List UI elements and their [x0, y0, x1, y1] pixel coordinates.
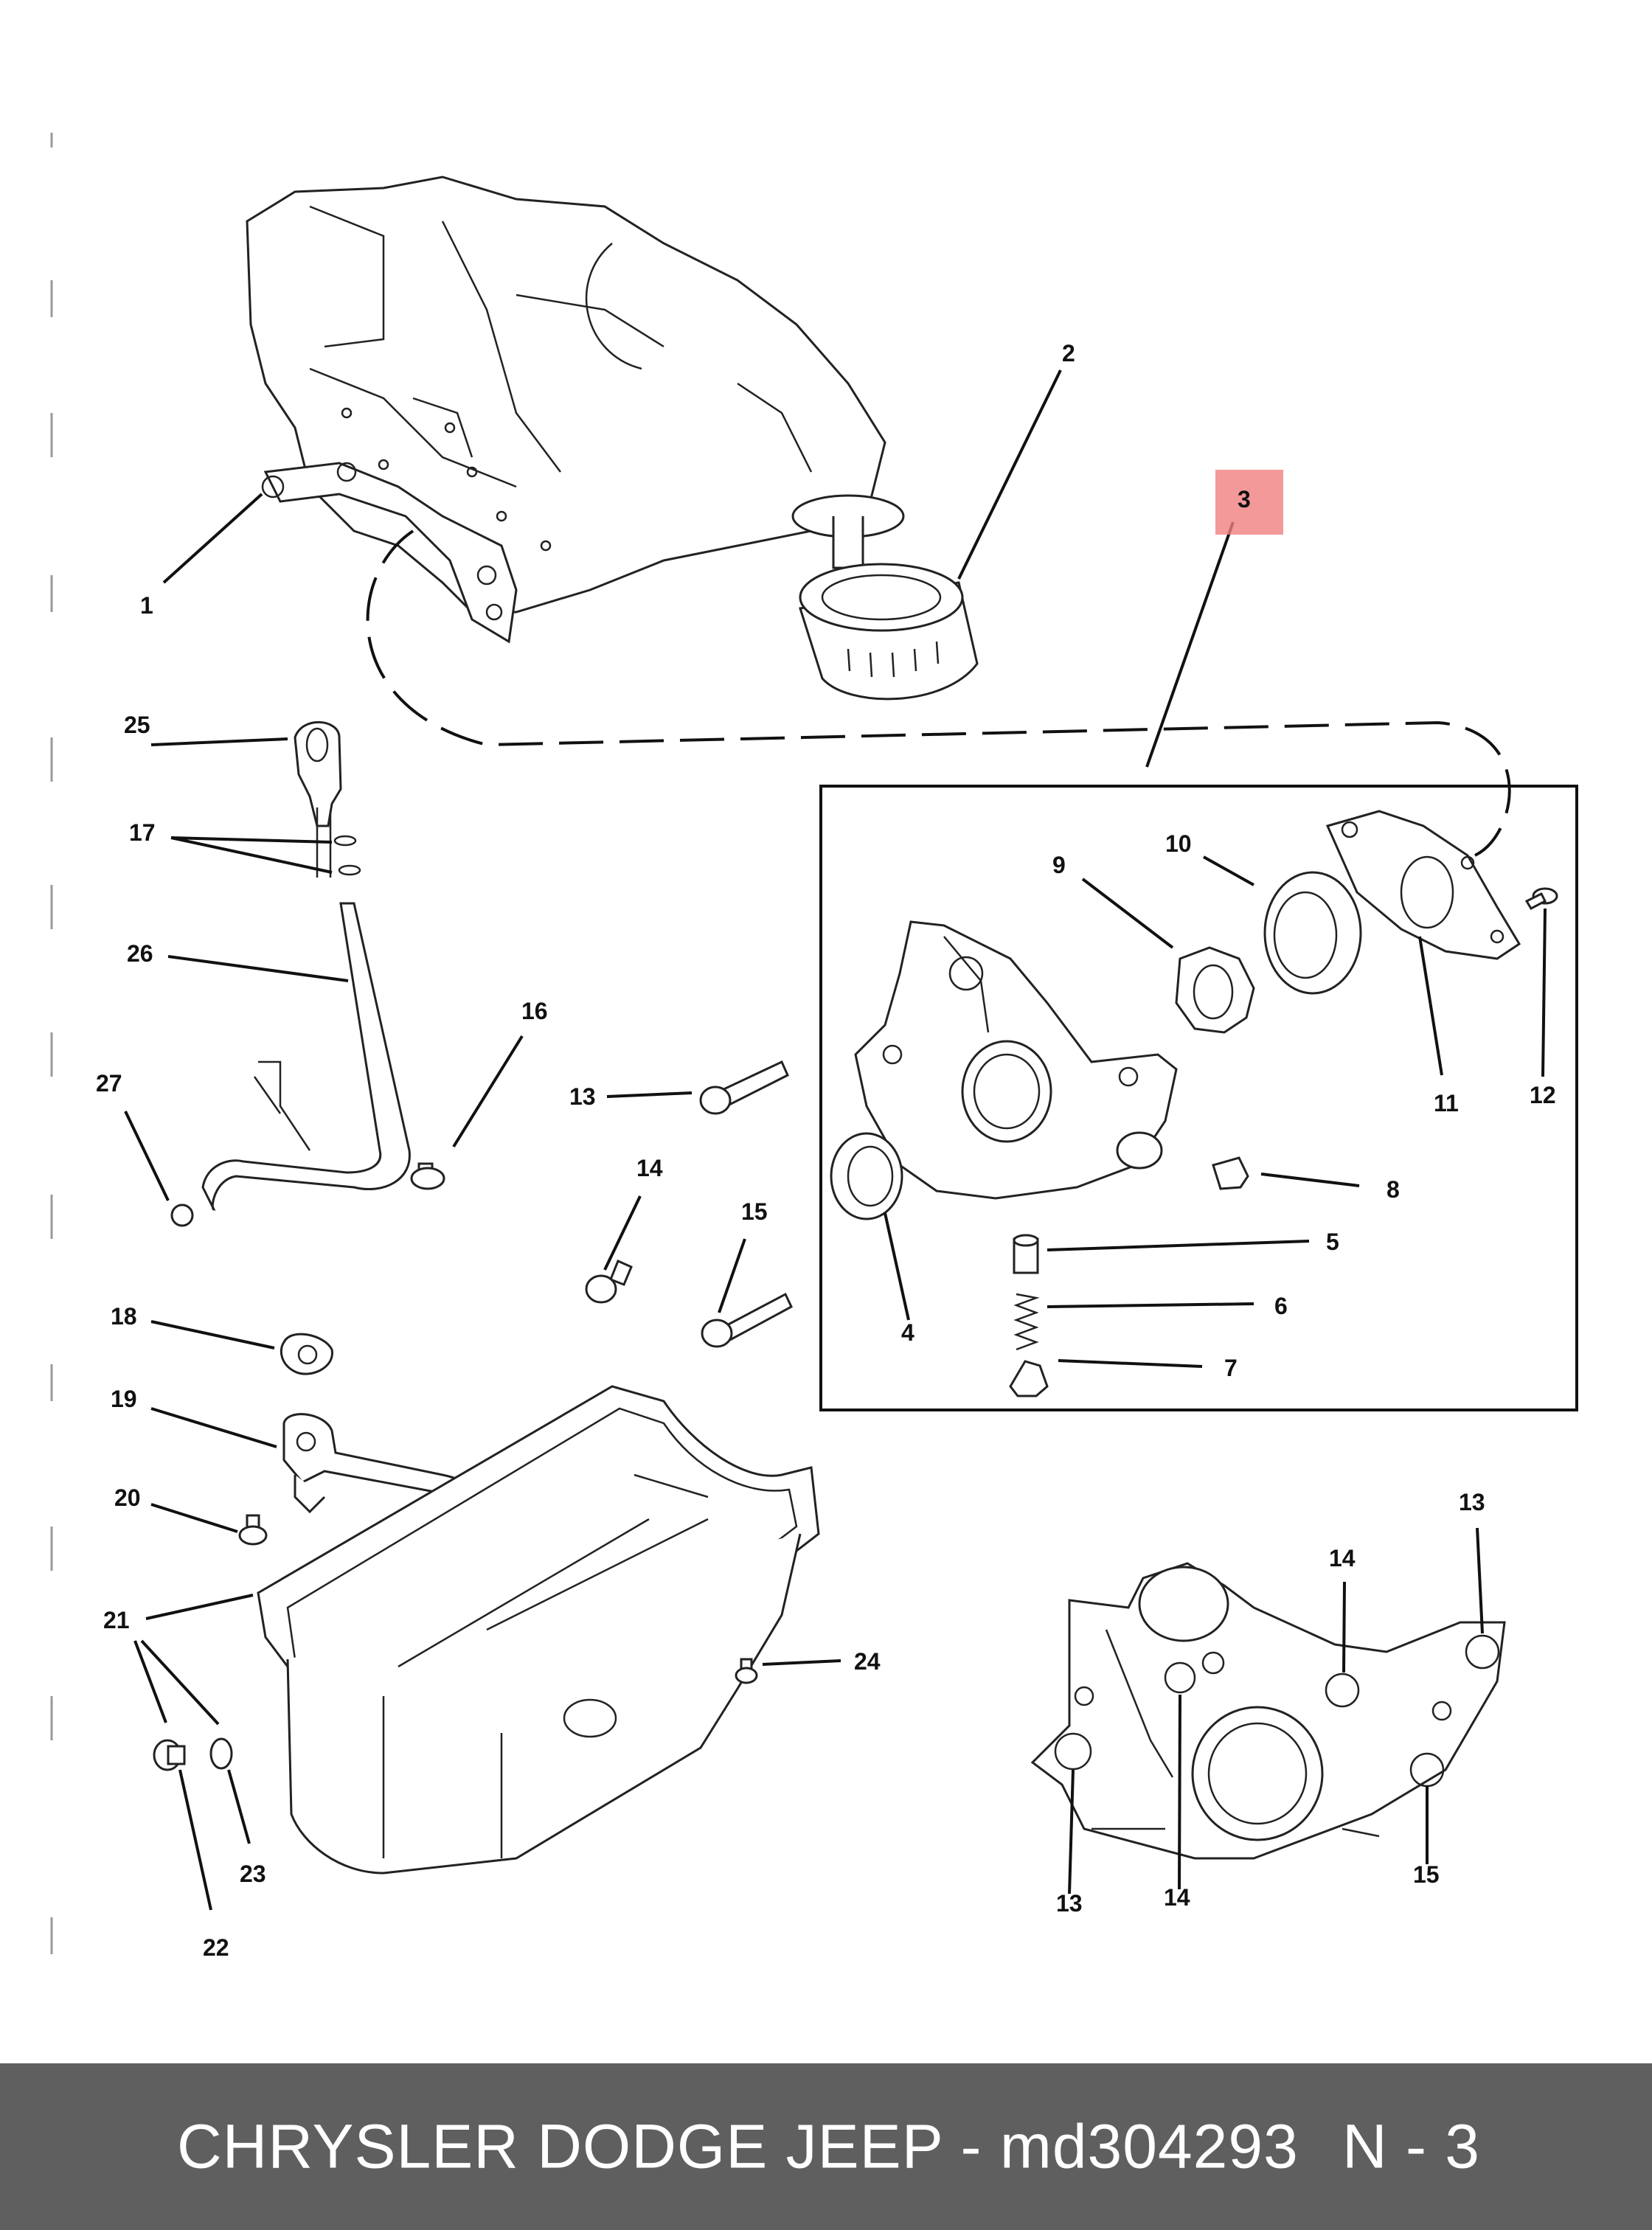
- callout-9: 9: [1052, 852, 1066, 878]
- spring-part-6: [1013, 1293, 1040, 1351]
- callout-15-lower: 15: [1413, 1861, 1440, 1888]
- footer-bar: CHRYSLER DODGE JEEP - md304293 N - 3: [0, 2063, 1652, 2230]
- callout-18: 18: [111, 1303, 137, 1330]
- bolt-part-14: [585, 1259, 633, 1304]
- callout-7: 7: [1224, 1355, 1238, 1381]
- callout-25: 25: [124, 712, 150, 738]
- callout-12: 12: [1530, 1082, 1556, 1108]
- callout-14: 14: [636, 1155, 663, 1181]
- callout-6: 6: [1274, 1293, 1288, 1319]
- parts-diagram: 1 2 3 4 5 6 7 8 9 10 11 12 13 14 15 16 1…: [50, 133, 1578, 1961]
- seal-part-4: [830, 1132, 903, 1220]
- callout-16: 16: [521, 998, 548, 1024]
- bolt-part-13: [699, 1060, 789, 1115]
- callout-14-lower: 14: [1164, 1884, 1190, 1911]
- gasket-part-18: [280, 1333, 333, 1375]
- leader-lines: [124, 369, 1547, 1911]
- callout-2: 2: [1062, 340, 1075, 367]
- callout-4: 4: [901, 1319, 914, 1346]
- callout-24: 24: [854, 1648, 881, 1675]
- cap-part-7: [1009, 1360, 1049, 1397]
- callout-11: 11: [1434, 1090, 1459, 1116]
- gasket-part-1: [261, 462, 518, 644]
- callout-10: 10: [1165, 830, 1192, 857]
- bolt-part-20: [238, 1514, 268, 1546]
- callout-13-lower-left: 13: [1056, 1890, 1083, 1917]
- callout-13: 13: [569, 1083, 596, 1110]
- oil-pump-detail-box: [819, 785, 1578, 1411]
- callout-21: 21: [103, 1607, 130, 1633]
- footer-title: CHRYSLER DODGE JEEP - md304293: [177, 2111, 1299, 2181]
- oil-pump-housing: [854, 920, 1178, 1200]
- bolt-part-15: [701, 1292, 793, 1348]
- callout-13-upper-right: 13: [1459, 1489, 1485, 1515]
- dipstick-assembly: [201, 720, 411, 1211]
- relief-valve-part-5: [1013, 1234, 1039, 1274]
- callout-19: 19: [111, 1386, 137, 1412]
- plug-part-8: [1212, 1156, 1249, 1190]
- footer-page-number: N - 3: [1342, 2111, 1481, 2181]
- callout-1: 1: [140, 592, 153, 619]
- screw-part-12: [1524, 887, 1558, 910]
- callout-14-upper: 14: [1329, 1545, 1356, 1571]
- callout-20: 20: [114, 1484, 141, 1511]
- washer-part-23: [209, 1737, 233, 1770]
- assembly-dashed-line: [366, 529, 1511, 857]
- engine-block: [246, 176, 886, 614]
- callout-15: 15: [741, 1198, 768, 1225]
- oil-filter-part-2: [791, 494, 979, 701]
- oil-pan-part-21: [257, 1385, 820, 1875]
- callout-23: 23: [240, 1861, 266, 1887]
- callout-3-highlight: [1215, 470, 1283, 535]
- bolt-part-16: [410, 1162, 445, 1190]
- callout-17: 17: [129, 819, 156, 846]
- outer-rotor-part-10: [1263, 871, 1362, 995]
- drain-plug-part-22: [153, 1739, 186, 1771]
- callout-labels: 1 2 3 4 5 6 7 8 9 10 11 12 13 14 15 16 1…: [96, 340, 1556, 1961]
- oil-pump-assembled-view: [1030, 1562, 1506, 1860]
- callout-8: 8: [1386, 1176, 1400, 1203]
- bolt-part-24: [735, 1658, 758, 1684]
- callout-27: 27: [96, 1070, 122, 1097]
- o-ring-part-27: [170, 1203, 194, 1227]
- pump-cover-part-11: [1325, 810, 1521, 960]
- callout-3: 3: [1238, 486, 1251, 513]
- inner-rotor-part-9: [1175, 946, 1255, 1034]
- callout-22: 22: [203, 1934, 229, 1961]
- callout-26: 26: [127, 940, 153, 967]
- callout-5: 5: [1326, 1229, 1339, 1255]
